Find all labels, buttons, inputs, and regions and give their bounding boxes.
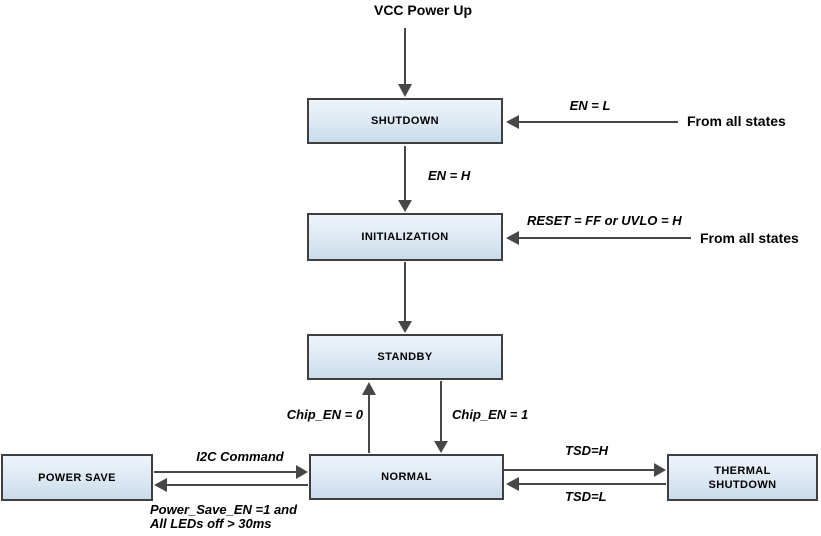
edge-powersave-to-normal <box>154 465 308 479</box>
from-all-states-shutdown-annotation: From all states <box>687 113 786 129</box>
edge-label-chip-en-1: Chip_EN = 1 <box>452 407 529 422</box>
state-label-initialization: INITIALIZATION <box>361 231 449 243</box>
from-all-states-init-annotation: From all states <box>700 230 799 246</box>
state-label-normal: NORMAL <box>381 471 432 483</box>
edge-initialization-to-standby <box>398 262 412 333</box>
state-label-shutdown: SHUTDOWN <box>371 115 439 127</box>
edge-vcc-to-shutdown <box>398 28 412 97</box>
state-label-standby: STANDBY <box>377 351 433 363</box>
edge-standby-to-normal <box>434 381 448 453</box>
state-node-normal: NORMAL <box>309 454 504 500</box>
edge-label-i2c-command: I2C Command <box>196 449 284 464</box>
state-node-standby: STANDBY <box>307 334 503 380</box>
state-node-thermal-shutdown: THERMAL SHUTDOWN <box>667 454 818 501</box>
edge-label-tsd-h: TSD=H <box>565 443 608 458</box>
state-label-power-save: POWER SAVE <box>38 471 116 484</box>
edge-normal-to-powersave <box>154 478 308 492</box>
edge-label-chip-en-0: Chip_EN = 0 <box>286 407 363 422</box>
edge-label-en-l: EN = L <box>569 98 611 113</box>
start-annotation: VCC Power Up <box>373 2 472 18</box>
edge-normal-to-standby <box>362 382 376 453</box>
edge-label-power-save-condition: Power_Save_EN =1 and All LEDs off > 30ms <box>150 502 298 531</box>
edge-allstates-to-initialization <box>506 231 691 245</box>
edge-normal-to-thermal <box>504 463 666 477</box>
state-node-shutdown: SHUTDOWN <box>307 98 503 144</box>
state-label-thermal-shutdown: THERMAL SHUTDOWN <box>708 464 777 491</box>
edge-label-reset: RESET = FF or UVLO = H <box>527 213 682 228</box>
state-node-power-save: POWER SAVE <box>1 454 153 501</box>
edge-shutdown-to-initialization <box>398 146 412 212</box>
edge-allstates-to-shutdown <box>506 115 678 129</box>
edge-thermal-to-normal <box>506 477 666 491</box>
edge-label-en-h: EN = H <box>428 168 471 183</box>
state-node-initialization: INITIALIZATION <box>307 213 503 261</box>
edge-label-tsd-l: TSD=L <box>565 489 607 504</box>
